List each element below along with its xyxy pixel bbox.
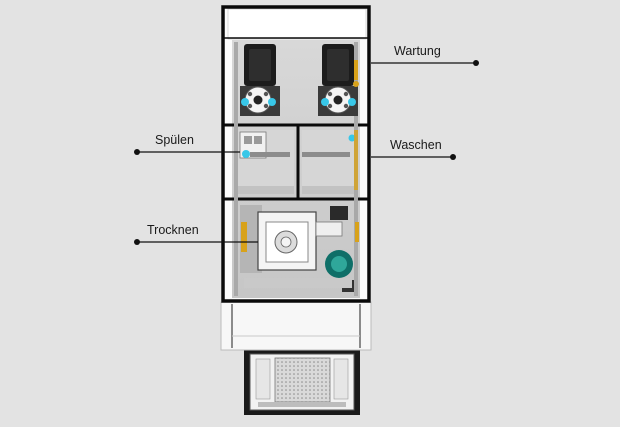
trocknen-leader bbox=[134, 239, 258, 245]
wartung-leader bbox=[371, 60, 479, 66]
rinse-wash-section bbox=[238, 130, 358, 194]
wartung-section bbox=[240, 44, 359, 116]
drying-section bbox=[240, 205, 359, 292]
base-drawer bbox=[244, 350, 360, 415]
label-trocknen: Trocknen bbox=[147, 223, 199, 237]
leader-lines bbox=[134, 60, 479, 245]
label-wartung: Wartung bbox=[394, 44, 441, 58]
motor-right bbox=[318, 44, 359, 116]
lower-panel bbox=[220, 301, 372, 351]
motor-left bbox=[240, 44, 280, 116]
waschen-leader bbox=[371, 154, 456, 160]
label-waschen: Waschen bbox=[390, 138, 442, 152]
spuelen-leader bbox=[134, 149, 240, 155]
label-spuelen: Spülen bbox=[155, 133, 194, 147]
